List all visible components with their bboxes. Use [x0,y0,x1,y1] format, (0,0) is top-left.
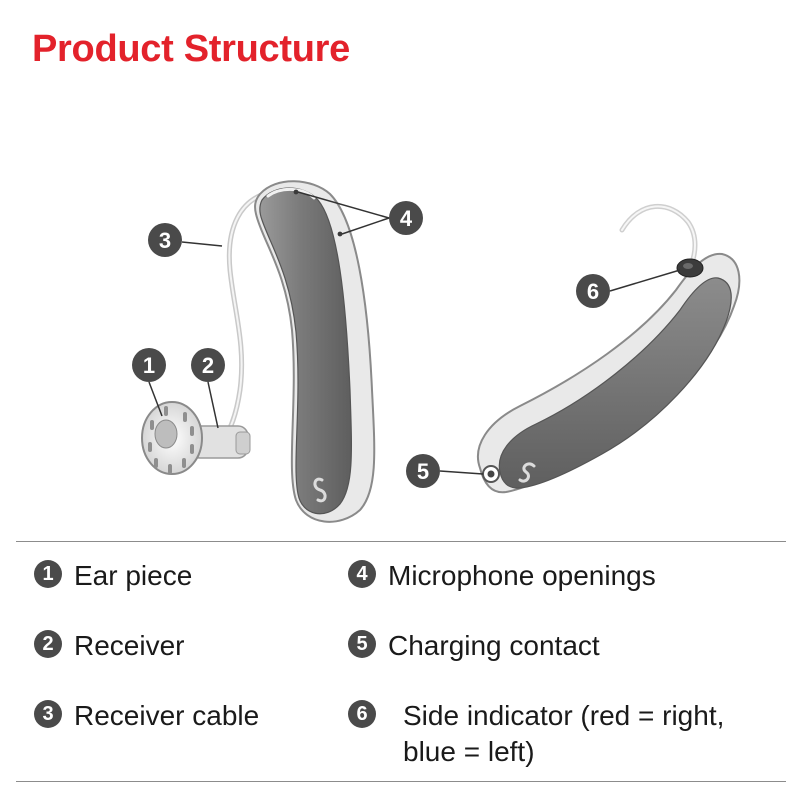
hearing-aid-illustration: 3 1 2 4 5 6 [0,150,800,535]
legend-badge: 5 [348,630,376,658]
legend-label: Ear piece [74,560,193,591]
legend-label: Microphone openings [388,560,656,591]
svg-text:4: 4 [400,206,413,231]
legend-label: Receiver [74,630,185,661]
legend-item-ear-piece: 1 Ear piece [34,558,192,594]
legend-label: Charging contact [388,630,600,661]
legend-label: Receiver cable [74,700,260,731]
microphone-opening-front [293,189,299,195]
legend-item-charging-contact: 5 Charging contact [348,628,600,664]
callout-4: 4 [389,201,423,235]
callout-3: 3 [148,223,182,257]
legend-badge: 4 [348,560,376,588]
svg-text:2: 2 [202,353,214,378]
hearing-aid-diagram: 3 1 2 4 5 6 [132,180,741,523]
logo-mark-rear [518,462,536,483]
legend-badge: 2 [34,630,62,658]
callout-5: 5 [406,454,440,488]
receiver [189,425,251,459]
legend-item-receiver-cable: 3 Receiver cable [34,698,259,734]
page-title: Product Structure [32,28,350,70]
device-body [259,187,353,515]
svg-text:3: 3 [159,228,171,253]
microphone-opening-rear [337,231,343,237]
legend-badge: 6 [348,700,376,728]
legend-label: Side indicator (red = right, blue = left… [403,700,725,767]
legend-divider-top [16,541,786,542]
callout-6: 6 [576,274,610,308]
legend-badge: 3 [34,700,62,728]
logo-mark [313,477,327,503]
callout-2: 2 [191,348,225,382]
svg-text:1: 1 [143,353,155,378]
callout-1: 1 [132,348,166,382]
left-hearing-aid [141,180,376,523]
legend-item-receiver: 2 Receiver [34,628,184,664]
legend-item-microphone-openings: 4 Microphone openings [348,558,656,594]
legend-item-side-indicator: 6 Side indicator (red = right, blue = le… [348,698,783,770]
leader-lines [148,191,681,475]
legend-badge: 1 [34,560,62,588]
svg-text:5: 5 [417,459,429,484]
ear-piece-dome [141,401,203,475]
right-hearing-aid [477,204,741,494]
svg-text:6: 6 [587,279,599,304]
device-body-rear [498,277,732,489]
legend-divider-bottom [16,781,786,782]
